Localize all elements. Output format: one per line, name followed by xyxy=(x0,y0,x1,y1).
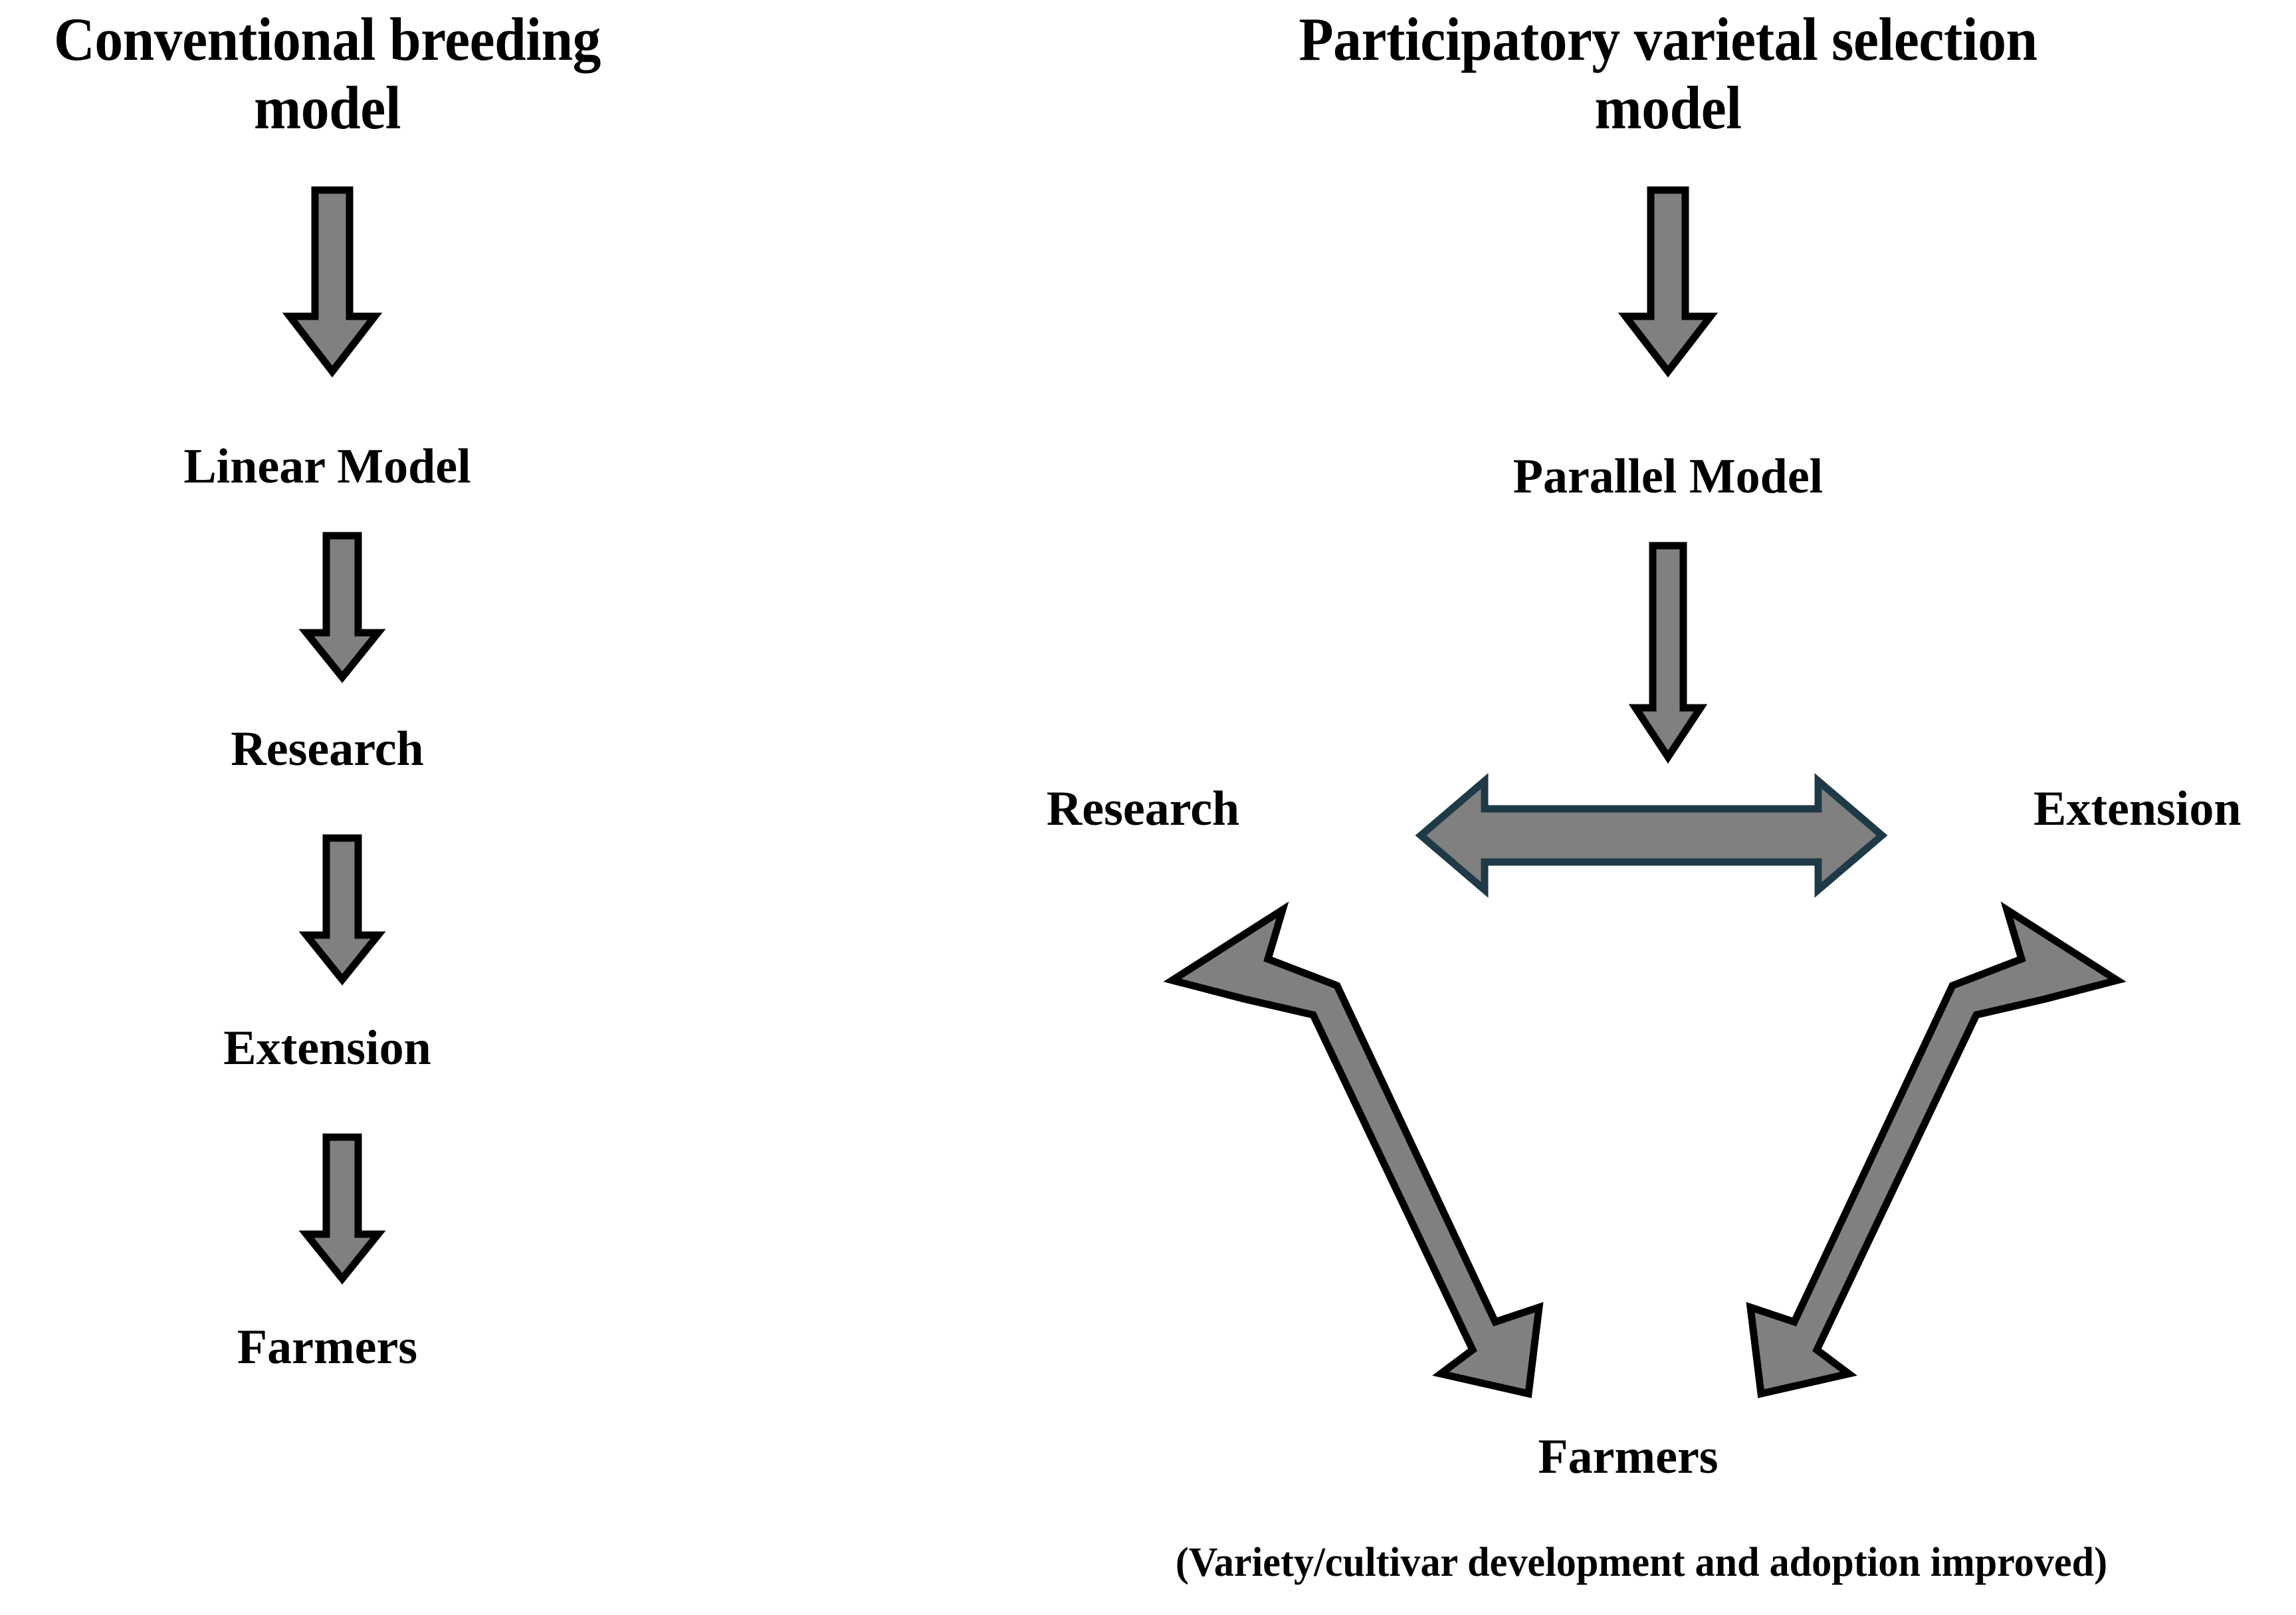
right-node-extension: Extension xyxy=(2034,782,2242,836)
left-node-extension: Extension xyxy=(223,1021,431,1075)
left-node-research: Research xyxy=(231,722,424,776)
right-node-parallel-model: Parallel Model xyxy=(1513,449,1824,504)
arrow-research-to-extension xyxy=(298,834,386,986)
arrow-research-farmers-bidirectional xyxy=(1163,901,1562,1406)
arrow-title-to-parallel-model xyxy=(1618,186,1719,378)
left-node-linear-model: Linear Model xyxy=(183,439,471,494)
right-panel-title: Participatory varietal selection model xyxy=(1299,5,2037,142)
left-panel-title: Conventional breeding model xyxy=(54,5,601,142)
arrow-linear-model-to-research xyxy=(298,532,386,683)
right-node-research: Research xyxy=(1046,782,1240,836)
arrow-extension-farmers-bidirectional xyxy=(1728,901,2127,1406)
left-node-farmers: Farmers xyxy=(237,1320,418,1374)
right-node-farmers: Farmers xyxy=(1538,1430,1719,1484)
arrow-research-extension-bidirectional xyxy=(1415,773,1888,898)
arrow-extension-to-farmers xyxy=(298,1133,386,1285)
arrow-parallel-model-down xyxy=(1628,542,1708,764)
arrow-title-to-linear-model xyxy=(282,186,383,378)
right-panel-caption: (Variety/cultivar development and adopti… xyxy=(1175,1540,2108,1585)
